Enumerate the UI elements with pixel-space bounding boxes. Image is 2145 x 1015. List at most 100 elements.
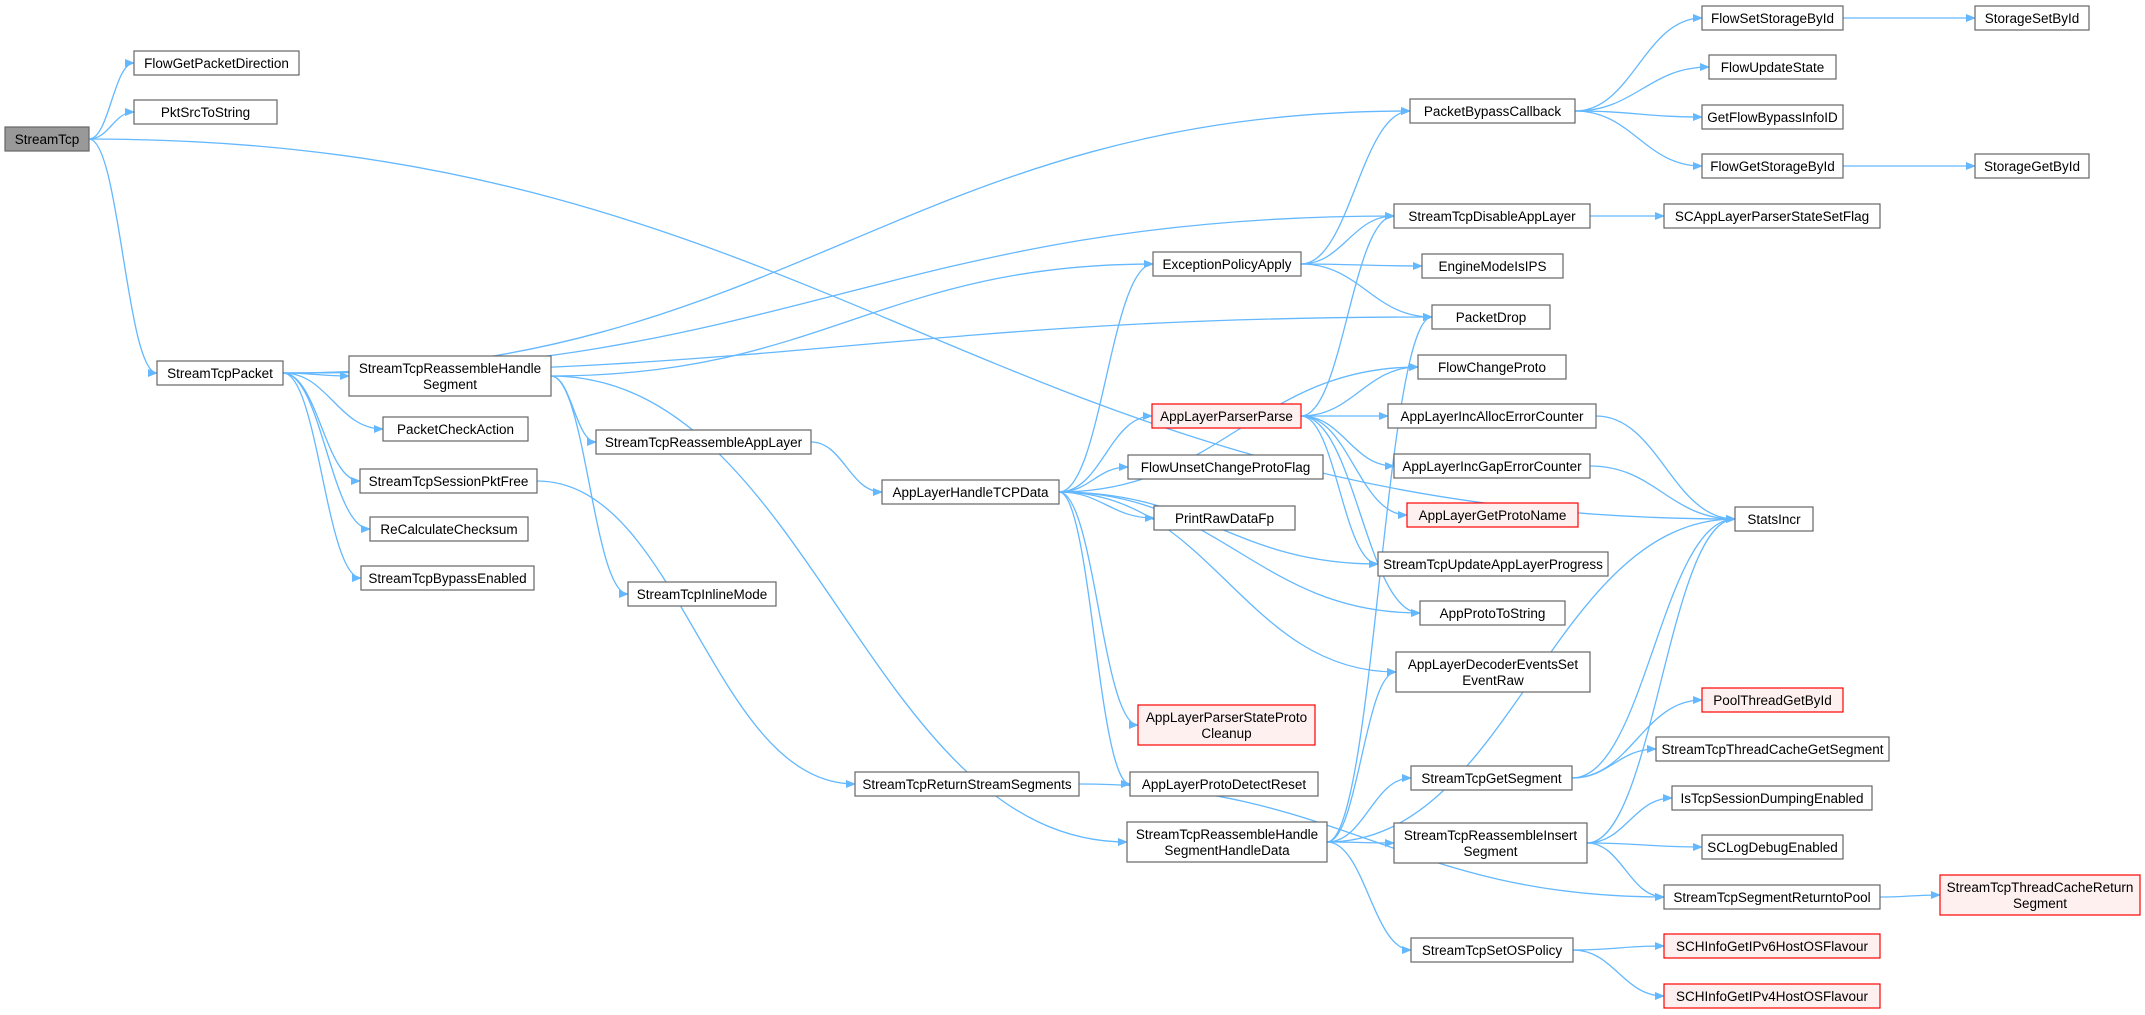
node-box xyxy=(1409,98,1576,124)
node-box xyxy=(1410,937,1574,963)
node-stream-tcp-update-app-layer-progress[interactable]: StreamTcpUpdateAppLayerProgress xyxy=(1377,551,1609,577)
node-app-proto-to-string[interactable]: AppProtoToString xyxy=(1419,600,1566,626)
node-label: SCLogDebugEnabled xyxy=(1707,840,1838,855)
node-stream-tcp-session-pkt-free[interactable]: StreamTcpSessionPktFree xyxy=(359,468,538,494)
node-stream-tcp-packet[interactable]: StreamTcpPacket xyxy=(156,360,284,386)
edge-packet-bypass-callback-to-flow-get-storage-by-id xyxy=(1574,110,1703,170)
node-flow-change-proto[interactable]: FlowChangeProto xyxy=(1417,354,1567,380)
node-label: EngineModeIsIPS xyxy=(1438,259,1546,274)
node-sc-app-layer-parser-state-set-flag[interactable]: SCAppLayerParserStateSetFlag xyxy=(1663,203,1881,229)
node-label: StreamTcpDisableAppLayer xyxy=(1408,209,1576,224)
node-stream-tcp-get-segment[interactable]: StreamTcpGetSegment xyxy=(1410,765,1573,791)
node-box xyxy=(369,516,529,542)
node-stream-tcp-return-stream-segments[interactable]: StreamTcpReturnStreamSegments xyxy=(854,771,1080,797)
edge-stream-tcp-reassemble-insert-segment-to-stats-incr xyxy=(1586,515,1736,844)
node-flow-set-storage-by-id[interactable]: FlowSetStorageById xyxy=(1701,5,1844,31)
node-packet-drop[interactable]: PacketDrop xyxy=(1431,304,1551,330)
edge-stream-tcp-reassemble-handle-segment-handle-data-to-packet-drop xyxy=(1326,313,1433,843)
node-print-raw-data-fp[interactable]: PrintRawDataFp xyxy=(1153,505,1296,531)
node-sc-log-debug-enabled[interactable]: SCLogDebugEnabled xyxy=(1701,834,1844,860)
edge-app-layer-parser-parse-to-stream-tcp-disable-app-layer xyxy=(1300,212,1395,417)
node-stream-tcp-reassemble-app-layer[interactable]: StreamTcpReassembleAppLayer xyxy=(595,429,812,455)
node-box xyxy=(1153,505,1296,531)
node-box xyxy=(1395,651,1591,693)
node-pool-thread-get-by-id[interactable]: PoolThreadGetById xyxy=(1701,687,1844,713)
edge-stream-tcp-reassemble-handle-segment-to-stream-tcp-reassemble-app-layer xyxy=(550,375,597,446)
node-flow-unset-change-proto-flag[interactable]: FlowUnsetChangeProtoFlag xyxy=(1127,454,1324,480)
node-storage-get-by-id[interactable]: StorageGetById xyxy=(1974,153,2090,179)
node-box xyxy=(1701,104,1844,130)
node-stream-tcp-reassemble-handle-segment-handle-data[interactable]: StreamTcpReassembleHandleSegmentHandleDa… xyxy=(1126,821,1328,863)
node-packet-check-action[interactable]: PacketCheckAction xyxy=(382,416,529,442)
node-label: AppLayerIncGapErrorCounter xyxy=(1402,459,1582,474)
node-flow-update-state[interactable]: FlowUpdateState xyxy=(1708,54,1837,80)
edge-exception-policy-apply-to-packet-drop xyxy=(1300,263,1433,321)
node-box xyxy=(1671,785,1873,811)
node-label: StreamTcpReassembleInsert xyxy=(1404,828,1578,843)
node-label: StreamTcpUpdateAppLayerProgress xyxy=(1383,557,1603,572)
node-stream-tcp-thread-cache-get-segment[interactable]: StreamTcpThreadCacheGetSegment xyxy=(1655,736,1890,762)
node-stream-tcp-bypass-enabled[interactable]: StreamTcpBypassEnabled xyxy=(360,565,535,591)
node-label: PktSrcToString xyxy=(161,105,250,120)
node-engine-mode-is-ips[interactable]: EngineModeIsIPS xyxy=(1421,253,1564,279)
node-exception-policy-apply[interactable]: ExceptionPolicyApply xyxy=(1152,251,1302,277)
edge-exception-policy-apply-to-stream-tcp-disable-app-layer xyxy=(1300,212,1395,265)
node-app-layer-parser-parse[interactable]: AppLayerParserParse xyxy=(1151,403,1302,429)
node-stream-tcp[interactable]: StreamTcp xyxy=(4,126,90,152)
node-label: ExceptionPolicyApply xyxy=(1162,257,1291,272)
node-app-layer-inc-gap-error-counter[interactable]: AppLayerIncGapErrorCounter xyxy=(1393,453,1591,479)
node-app-layer-inc-alloc-error-counter[interactable]: AppLayerIncAllocErrorCounter xyxy=(1387,403,1597,429)
nodes-layer: StreamTcp FlowGetPacketDirectionPktSrcToS… xyxy=(4,5,2141,1009)
node-box xyxy=(1410,765,1573,791)
edge-app-layer-handle-tcp-data-to-exception-policy-apply xyxy=(1058,260,1154,493)
node-label: StreamTcp xyxy=(15,132,80,147)
node-flow-get-packet-direction[interactable]: FlowGetPacketDirection xyxy=(133,50,300,76)
edge-stream-tcp-packet-to-re-calculate-checksum xyxy=(282,372,371,533)
edge-app-layer-parser-parse-to-app-proto-to-string xyxy=(1300,415,1421,617)
node-get-flow-bypass-info-id[interactable]: GetFlowBypassInfoID xyxy=(1701,104,1844,130)
node-box xyxy=(1701,5,1844,31)
node-label: StreamTcpReturnStreamSegments xyxy=(862,777,1072,792)
node-storage-set-by-id[interactable]: StorageSetById xyxy=(1974,5,2090,31)
node-stream-tcp-set-os-policy[interactable]: StreamTcpSetOSPolicy xyxy=(1410,937,1574,963)
node-packet-bypass-callback[interactable]: PacketBypassCallback xyxy=(1409,98,1576,124)
node-box xyxy=(382,416,529,442)
edge-stream-tcp-reassemble-handle-segment-handle-data-to-stream-tcp-set-os-policy xyxy=(1326,841,1412,954)
node-pkt-src-to-string[interactable]: PktSrcToString xyxy=(133,99,278,125)
node-box xyxy=(359,468,538,494)
edge-stream-tcp-reassemble-insert-segment-to-stream-tcp-segment-returnto-pool xyxy=(1586,842,1665,901)
edge-stream-tcp-packet-to-packet-bypass-callback xyxy=(282,107,1411,374)
node-label: FlowUpdateState xyxy=(1721,60,1825,75)
edge-stream-tcp-to-flow-get-packet-direction xyxy=(88,59,135,140)
node-sch-info-get-i-pv6-host-os-flavour[interactable]: SCHInfoGetIPv6HostOSFlavour xyxy=(1663,933,1881,959)
node-app-layer-handle-tcp-data[interactable]: AppLayerHandleTCPData xyxy=(881,479,1060,505)
node-app-layer-get-proto-name[interactable]: AppLayerGetProtoName xyxy=(1406,502,1579,528)
node-box xyxy=(1151,403,1302,429)
node-label: SCHInfoGetIPv6HostOSFlavour xyxy=(1676,939,1869,954)
node-stream-tcp-segment-returnto-pool[interactable]: StreamTcpSegmentReturntoPool xyxy=(1663,884,1881,910)
node-app-layer-proto-detect-reset[interactable]: AppLayerProtoDetectReset xyxy=(1129,771,1319,797)
node-is-tcp-session-dumping-enabled[interactable]: IsTcpSessionDumpingEnabled xyxy=(1671,785,1873,811)
node-box xyxy=(1663,933,1881,959)
node-label: StreamTcpInlineMode xyxy=(637,587,768,602)
edge-stream-tcp-get-segment-to-stream-tcp-thread-cache-get-segment xyxy=(1571,745,1657,779)
node-flow-get-storage-by-id[interactable]: FlowGetStorageById xyxy=(1701,153,1844,179)
node-box xyxy=(1387,403,1597,429)
node-label: AppLayerHandleTCPData xyxy=(892,485,1049,500)
node-label: AppLayerGetProtoName xyxy=(1419,508,1567,523)
node-stream-tcp-inline-mode[interactable]: StreamTcpInlineMode xyxy=(627,581,777,607)
edge-app-layer-handle-tcp-data-to-app-layer-parser-parse xyxy=(1058,412,1153,493)
node-sch-info-get-i-pv4-host-os-flavour[interactable]: SCHInfoGetIPv4HostOSFlavour xyxy=(1663,983,1881,1009)
node-box xyxy=(1663,884,1881,910)
node-stream-tcp-disable-app-layer[interactable]: StreamTcpDisableAppLayer xyxy=(1393,203,1591,229)
node-stats-incr[interactable]: StatsIncr xyxy=(1734,506,1814,532)
node-re-calculate-checksum[interactable]: ReCalculateChecksum xyxy=(369,516,529,542)
node-label: AppProtoToString xyxy=(1440,606,1546,621)
edge-stream-tcp-reassemble-insert-segment-to-sc-log-debug-enabled xyxy=(1586,842,1703,851)
node-label: FlowUnsetChangeProtoFlag xyxy=(1141,460,1311,475)
